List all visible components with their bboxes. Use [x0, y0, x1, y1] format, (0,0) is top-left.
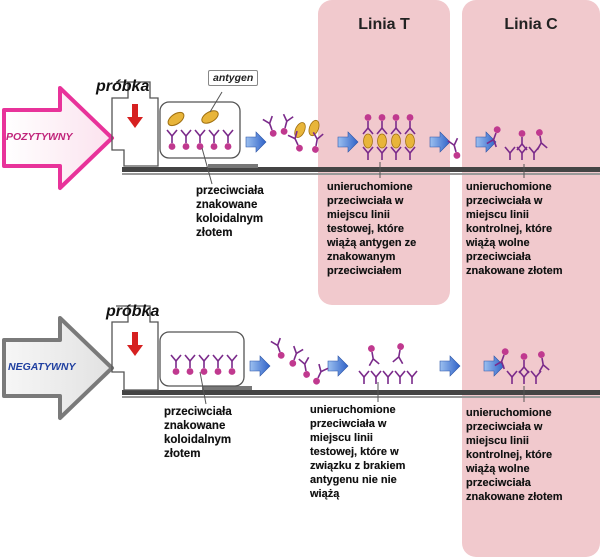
antigen-icon [294, 122, 306, 138]
flow-arrow-icon [245, 131, 267, 153]
antibody-icon [226, 354, 238, 375]
antibody-icon [486, 126, 501, 148]
gold-labelled-antibodies-negative [170, 354, 238, 375]
flow-arrows-negative [249, 355, 505, 377]
antibody-icon [367, 345, 380, 367]
antibody-icon [394, 370, 406, 384]
antibody-icon [270, 337, 285, 359]
antibody-icon [298, 356, 311, 378]
positive-result-label: POZYTYWNY [6, 131, 73, 143]
flow-arrow-icon [483, 355, 505, 377]
antibody-icon [287, 130, 303, 152]
control-line-antibodies-positive [486, 126, 548, 160]
antibody-icon [208, 129, 220, 150]
antibody-icon [376, 114, 388, 135]
antibody-icon [262, 115, 277, 137]
antibody-icon [180, 129, 192, 150]
gold-labelled-antibodies-positive [166, 129, 234, 150]
antigen-pointer-line [209, 91, 223, 113]
positive-result-arrow [2, 86, 114, 190]
antibody-icon [506, 370, 518, 384]
antibody-icon [362, 146, 374, 160]
flow-arrows-positive [245, 131, 497, 153]
flow-arrow-icon [249, 355, 271, 377]
antigen-icon [391, 133, 401, 149]
test-line-complexes-positive [362, 114, 461, 160]
antibody-icon [392, 343, 405, 365]
antibody-icon [535, 129, 548, 151]
negative-strip [122, 386, 600, 398]
test-line-antibodies-negative [358, 343, 418, 384]
sample-label-positive: próbka [96, 78, 150, 95]
antigen-label: antygen [208, 70, 259, 86]
control-line-description-positive: unieruchomione przeciwciała w miejscu li… [466, 181, 563, 277]
sample-pad-positive [111, 81, 159, 167]
antibody-icon [376, 146, 388, 160]
antibody-icon [518, 370, 530, 384]
flow-arrow-icon [439, 355, 461, 377]
antibody-icon [280, 113, 294, 135]
antibody-icon [504, 146, 516, 160]
antibody-icon [382, 370, 394, 384]
antigen-icons-positive [167, 110, 219, 127]
migrating-antibodies-negative [270, 337, 329, 385]
conjugate-description-negative: przeciwciała znakowane koloidalnym złote… [164, 406, 232, 460]
antibody-icon [311, 131, 324, 153]
antigen-icon [363, 133, 373, 149]
migrating-complexes-positive [262, 113, 324, 153]
antibody-icon [184, 354, 196, 375]
flow-arrow-icon [327, 355, 349, 377]
antibody-icon [518, 353, 530, 374]
sample-drop-arrow-negative [127, 332, 143, 356]
conjugate-pointer-negative [199, 371, 207, 405]
flow-arrow-icon [429, 131, 451, 153]
test-line-description-negative: unieruchomione przeciwciała w miejscu li… [310, 404, 406, 500]
sample-label-negative: próbka [106, 303, 160, 320]
antibody-icon [358, 370, 370, 384]
antibody-icon [404, 114, 416, 135]
antibody-icon [530, 370, 542, 384]
negative-result-arrow [2, 316, 114, 420]
control-line-antibodies-negative [494, 348, 550, 384]
positive-strip [122, 164, 600, 175]
antibody-icon [313, 363, 329, 385]
antigen-icon [377, 133, 387, 149]
antibody-icon [447, 137, 461, 159]
control-line-description-negative: unieruchomione przeciwciała w miejscu li… [466, 407, 563, 503]
antibody-icon [494, 348, 509, 370]
test-line-title: Linia T [358, 16, 410, 33]
negative-result-label: NEGATYWNY [8, 361, 76, 373]
antibody-icon [370, 370, 382, 384]
antibody-icon [166, 129, 178, 150]
antibody-icon [390, 146, 402, 160]
antibody-icon [222, 129, 234, 150]
conjugate-description-positive: przeciwciała znakowane koloidalnym złote… [196, 185, 264, 239]
antigen-icon [308, 119, 320, 137]
control-line-title: Linia C [504, 16, 558, 33]
test-line-description-positive: unieruchomione przeciwciała w miejscu li… [327, 181, 417, 277]
antibody-icon [404, 146, 416, 160]
antibody-icon [390, 114, 402, 135]
antibody-icon [198, 354, 210, 375]
control-line-band: Linia C [462, 0, 600, 557]
antibody-icon [362, 114, 374, 135]
sample-drop-arrow-positive [127, 104, 143, 128]
antibody-icon [537, 351, 550, 373]
antibody-icon [516, 130, 528, 151]
conjugate-pointer-positive [201, 147, 213, 185]
flow-arrow-icon [475, 131, 497, 153]
test-line-band: Linia T [318, 0, 450, 305]
antibody-icon [406, 370, 418, 384]
antigen-icon [405, 133, 415, 149]
antibody-icon [170, 354, 182, 375]
antibody-icon [289, 345, 304, 367]
flow-arrow-icon [337, 131, 359, 153]
antibody-icon [212, 354, 224, 375]
sample-pad-negative [111, 305, 159, 391]
